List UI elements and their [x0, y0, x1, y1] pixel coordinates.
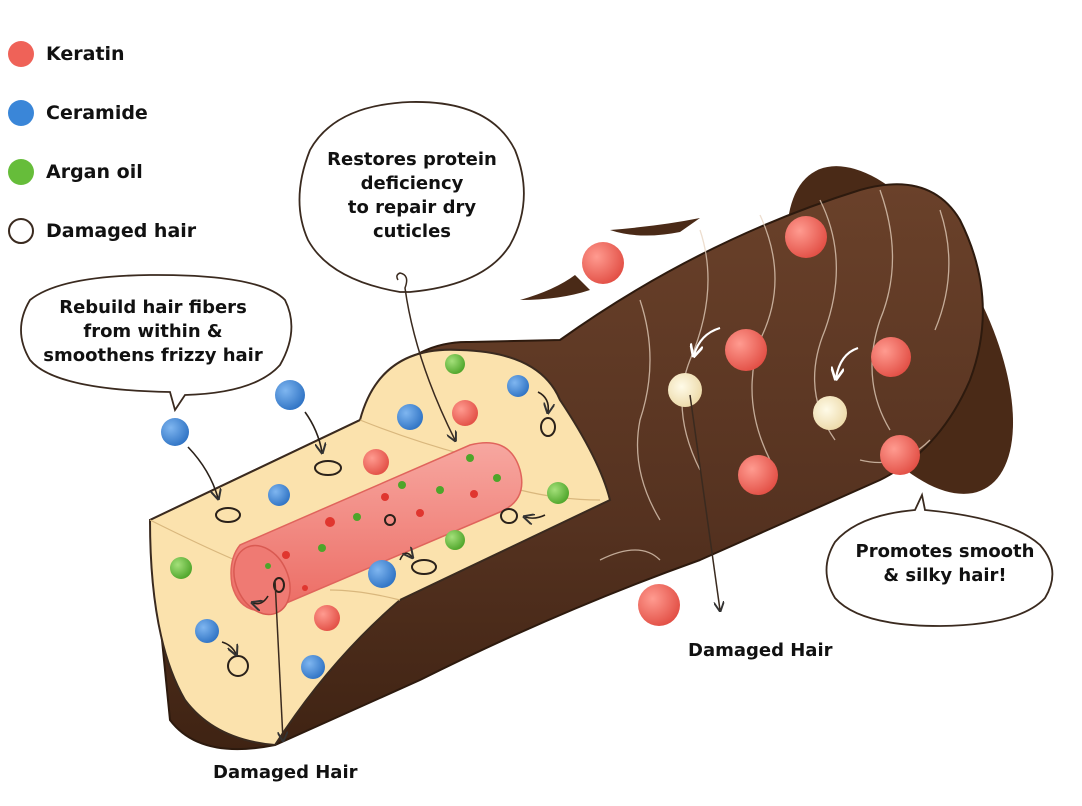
keratin-particle [314, 605, 340, 631]
keratin-particle [452, 400, 478, 426]
ceramide-dot-icon [8, 99, 34, 126]
ceramide-particle [301, 655, 325, 679]
argan-particle [445, 530, 465, 550]
bubble-line: Restores protein [327, 149, 497, 170]
bubble-line: Rebuild hair fibers [59, 297, 247, 318]
bubble-line: smoothens frizzy hair [43, 345, 263, 366]
ceramide-particle [507, 375, 529, 397]
bubble-rebuild-text: Rebuild hair fibers from within & smooth… [18, 296, 288, 368]
keratin-particle [725, 329, 767, 371]
ceramide-particle [268, 484, 290, 506]
keratin-particle [785, 216, 827, 258]
keratin-particle [582, 242, 624, 284]
bubble-rebuild [20, 274, 293, 413]
bubble-line: & silky hair! [883, 565, 1007, 586]
keratin-particle [880, 435, 920, 475]
damaged-hair-caption-right: Damaged Hair [688, 640, 833, 661]
frayed-strand-1 [610, 218, 700, 236]
hair-texture-lines [599, 189, 950, 561]
bubble-line: from within & [83, 321, 223, 342]
legend-label: Keratin [46, 42, 125, 65]
particles [161, 216, 920, 679]
legend-item-argan-oil: Argan oil [8, 142, 228, 201]
damaged-hair-caption-bottom: Damaged Hair [213, 762, 358, 783]
legend: Keratin Ceramide Argan oil Damaged hair [8, 24, 228, 260]
legend-item-damaged-hair: Damaged hair [8, 201, 228, 260]
speech-bubbles [20, 101, 1054, 627]
legend-label: Ceramide [46, 101, 148, 124]
keratin-dot-icon [8, 40, 34, 67]
bubble-smooth-text: Promotes smooth & silky hair! [845, 540, 1045, 588]
bubble-line: to repair dry [347, 197, 477, 218]
bubble-line: deficiency [360, 173, 464, 194]
legend-item-ceramide: Ceramide [8, 83, 228, 142]
keratin-particle [638, 584, 680, 626]
ceramide-particle [161, 418, 189, 446]
damaged-hair-ring-icon [8, 217, 34, 244]
legend-label: Damaged hair [46, 219, 197, 242]
ceramide-particle [195, 619, 219, 643]
argan-particle [547, 482, 569, 504]
hair-strand [148, 166, 1014, 751]
bubble-line: cuticles [372, 221, 452, 242]
argan-particle [445, 354, 465, 374]
repaired-particle [813, 396, 847, 430]
keratin-particle [363, 449, 389, 475]
argan-oil-dot-icon [8, 158, 34, 185]
ceramide-particle [368, 560, 396, 588]
bubble-protein [298, 101, 525, 293]
argan-particle [170, 557, 192, 579]
bubble-line: Promotes smooth [855, 541, 1035, 562]
legend-item-keratin: Keratin [8, 24, 228, 83]
repaired-particle [668, 373, 702, 407]
ceramide-particle [397, 404, 423, 430]
bubble-protein-text: Restores protein deficiency to repair dr… [312, 148, 512, 244]
frayed-strand-2 [520, 275, 590, 300]
bubble-smooth [825, 492, 1054, 627]
legend-label: Argan oil [46, 160, 143, 183]
keratin-particle [871, 337, 911, 377]
leader-lines [274, 272, 720, 740]
keratin-particle [738, 455, 778, 495]
ceramide-particle [275, 380, 305, 410]
